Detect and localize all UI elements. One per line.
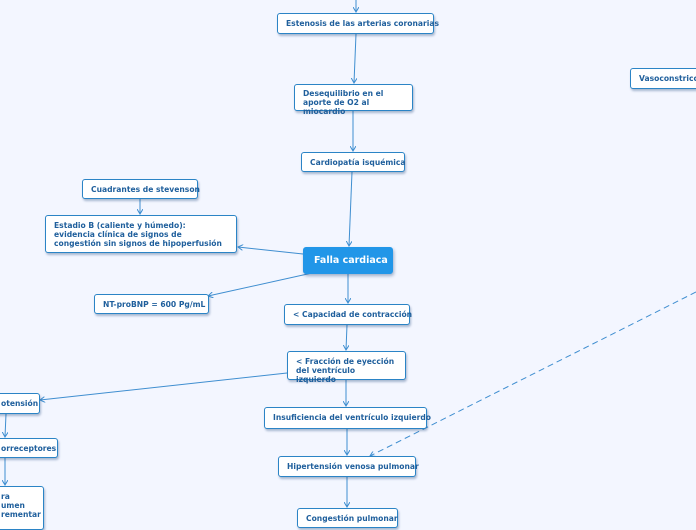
node-estenosis-coronarias[interactable]: Estenosis de las arterias coronarias bbox=[277, 13, 439, 34]
connector-capacidad-fraccion bbox=[346, 324, 347, 350]
node-vasoconstriccion[interactable]: Vasoconstricci bbox=[630, 68, 696, 89]
node-desequilibrio-o2[interactable]: Desequilibrio en el aporte de O2 al mioc… bbox=[294, 84, 413, 116]
node-insuficiencia-vi[interactable]: Insuficiencia del ventrículo izquierdo bbox=[264, 407, 431, 429]
node-hipotension[interactable]: otensión bbox=[0, 393, 40, 414]
connector-estenosis-desequilibrio bbox=[354, 33, 356, 83]
node-hipertension-venosa-pulmonar[interactable]: Hipertensión venosa pulmonar bbox=[278, 456, 419, 477]
connector-vasoconstriccion-hipertension bbox=[370, 291, 696, 456]
connector-fraccion-hipotension bbox=[40, 372, 288, 400]
connector-hipotension-barorreceptores bbox=[5, 413, 6, 437]
node-fraccion-eyeccion[interactable]: < Fracción de eyección del ventrículo iz… bbox=[287, 351, 406, 384]
node-falla-cardiaca[interactable]: Falla cardiaca bbox=[303, 247, 393, 274]
node-estadio-b[interactable]: Estadio B (caliente y húmedo): evidencia… bbox=[45, 215, 237, 253]
connector-falla-ntprobnp bbox=[208, 272, 313, 296]
connector-falla-estadio bbox=[238, 247, 304, 255]
node-ntprobnp[interactable]: NT-proBNP = 600 Pg/mL bbox=[94, 294, 209, 314]
node-cuadrantes-stevenson[interactable]: Cuadrantes de stevenson bbox=[82, 179, 200, 199]
node-capacidad-contraccion[interactable]: < Capacidad de contracción bbox=[284, 304, 412, 325]
connector-cardiopatia-falla bbox=[349, 171, 353, 246]
node-congestion-pulmonar[interactable]: Congestión pulmonar bbox=[297, 508, 398, 528]
node-barorreceptores[interactable]: orreceptores bbox=[0, 438, 58, 458]
node-volumen-partial[interactable]: ra umen rementar bbox=[0, 486, 44, 530]
node-cardiopatia-isquemica[interactable]: Cardiopatía isquémica bbox=[301, 152, 406, 172]
